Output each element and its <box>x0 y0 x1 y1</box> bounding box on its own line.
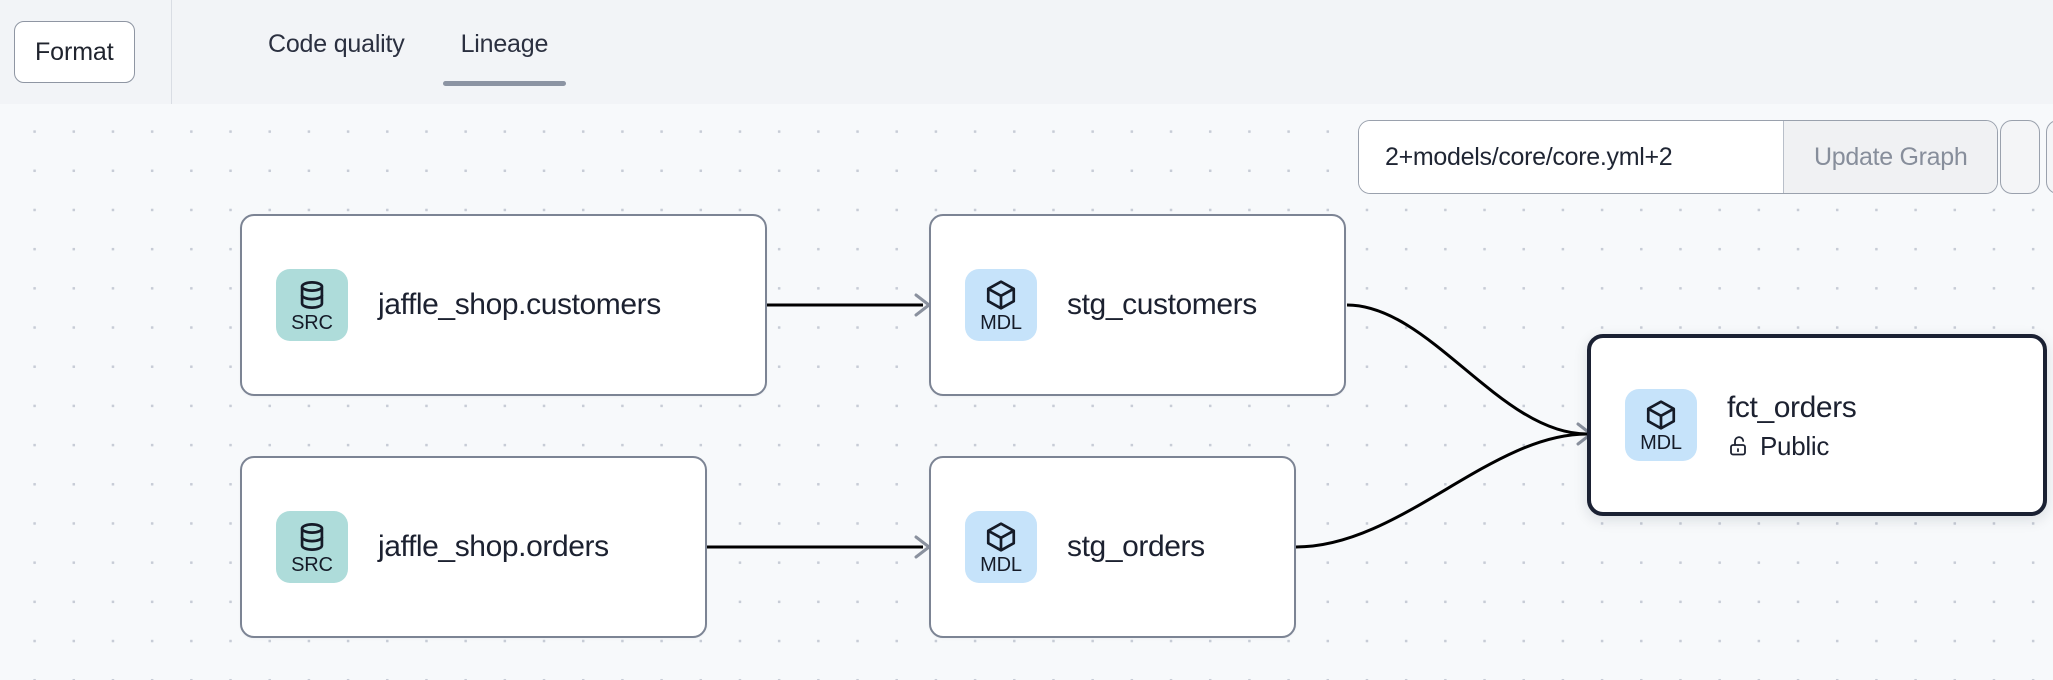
unlock-icon <box>1730 435 1746 455</box>
lineage-node-jaffle-shop-orders[interactable]: SRC jaffle_shop.orders <box>240 456 707 638</box>
node-badge-label: MDL <box>1640 431 1682 454</box>
node-body: stg_customers <box>1067 287 1257 323</box>
database-icon <box>300 280 324 309</box>
tab-lineage[interactable]: Lineage <box>433 0 577 96</box>
node-body: stg_orders <box>1067 529 1205 565</box>
dbt-selector-input[interactable] <box>1359 121 1783 193</box>
tab-code-quality-label: Code quality <box>268 29 405 58</box>
graph-selector-bar: Update Graph <box>1358 120 1999 194</box>
toolbar-left-section: Format <box>0 0 172 104</box>
node-title: jaffle_shop.customers <box>378 288 661 321</box>
cube-icon <box>1646 399 1676 430</box>
format-button[interactable]: Format <box>14 21 135 83</box>
editor-toolbar: Format Code quality Lineage <box>0 0 2053 104</box>
node-badge-label: SRC <box>291 553 333 576</box>
node-badge-src: SRC <box>276 511 348 583</box>
node-title: stg_customers <box>1067 288 1257 321</box>
lineage-node-jaffle-shop-customers[interactable]: SRC jaffle_shop.customers <box>240 214 767 396</box>
lineage-node-fct-orders[interactable]: MDL fct_orders Public <box>1587 334 2047 516</box>
node-title: fct_orders <box>1727 390 1857 424</box>
tab-underline-active <box>442 81 567 86</box>
cube-icon <box>986 521 1016 552</box>
edge-stg-customers-to-fct-orders <box>1346 303 1588 436</box>
tab-underline <box>250 81 423 86</box>
lineage-node-stg-customers[interactable]: MDL stg_customers <box>929 214 1346 396</box>
node-badge-src: SRC <box>276 269 348 341</box>
edge-orders-to-stg-orders <box>707 535 931 559</box>
node-badge-mdl: MDL <box>965 269 1037 341</box>
node-access-label: Public <box>1760 430 1830 461</box>
node-badge-mdl: MDL <box>1625 389 1697 461</box>
cube-icon <box>986 279 1016 310</box>
edge-stg-orders-to-fct-orders <box>1295 432 1588 549</box>
lineage-node-stg-orders[interactable]: MDL stg_orders <box>929 456 1296 638</box>
node-body: fct_orders Public <box>1727 390 1857 461</box>
node-title: stg_orders <box>1067 530 1205 563</box>
node-badge-label: MDL <box>980 553 1022 576</box>
node-badge-mdl: MDL <box>965 511 1037 583</box>
node-body: jaffle_shop.orders <box>378 529 609 565</box>
tab-code-quality[interactable]: Code quality <box>240 0 433 96</box>
update-graph-button[interactable]: Update Graph <box>1783 121 1998 193</box>
node-badge-label: SRC <box>291 311 333 334</box>
lineage-canvas[interactable]: SRC jaffle_shop.customers MDL stg_custom… <box>0 104 2053 680</box>
tab-lineage-label: Lineage <box>460 29 549 58</box>
node-access: Public <box>1727 431 1856 461</box>
database-icon <box>300 522 324 551</box>
node-title: jaffle_shop.orders <box>378 530 609 563</box>
tab-bar: Code quality Lineage <box>172 0 576 104</box>
node-body: jaffle_shop.customers <box>378 287 661 323</box>
graph-control-secondary-2[interactable] <box>2046 120 2053 194</box>
graph-control-secondary-1[interactable] <box>2000 120 2040 194</box>
node-badge-label: MDL <box>980 311 1022 334</box>
edge-customers-to-stg-customers <box>766 293 931 317</box>
